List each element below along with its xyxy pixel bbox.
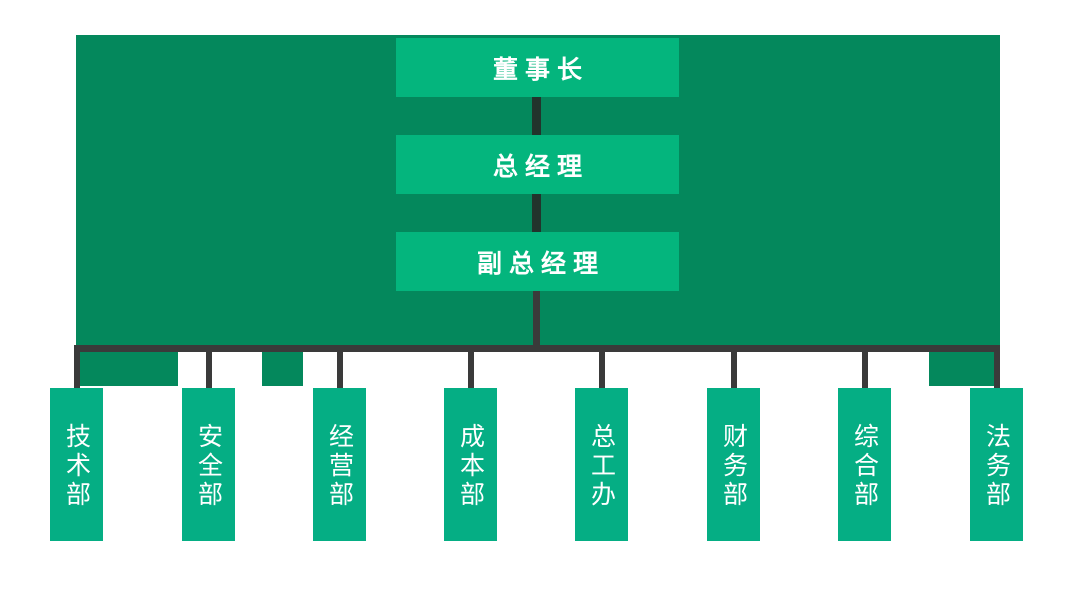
node-department[interactable]: 法务部: [970, 388, 1023, 541]
node-general-manager[interactable]: 总经理: [396, 135, 679, 194]
connector-general-manager-to-deputy: [532, 194, 541, 232]
node-department-label: 技术部: [62, 423, 91, 510]
node-department-label: 综合部: [850, 423, 879, 510]
node-department[interactable]: 成本部: [444, 388, 497, 541]
node-chairman-label: 董事长: [492, 55, 589, 84]
backdrop-skirt-right: [929, 348, 1000, 386]
node-department-label: 经营部: [325, 423, 354, 510]
node-department-label: 法务部: [982, 423, 1011, 510]
connector-chairman-to-general-manager: [532, 97, 541, 135]
connector-trunk-vertical: [533, 291, 540, 348]
node-department[interactable]: 经营部: [313, 388, 366, 541]
backdrop-skirt-left: [77, 348, 178, 386]
node-department-label: 总工办: [587, 423, 616, 510]
connector-horizontal-bus: [76, 345, 997, 352]
connector-drop-line: [206, 345, 212, 390]
connector-drop-line: [731, 345, 737, 390]
node-department[interactable]: 总工办: [575, 388, 628, 541]
node-department[interactable]: 技术部: [50, 388, 103, 541]
node-department[interactable]: 财务部: [707, 388, 760, 541]
node-department-label: 财务部: [719, 423, 748, 510]
connector-drop-line: [337, 345, 343, 390]
connector-drop-line: [74, 345, 80, 390]
node-general-manager-label: 总经理: [492, 152, 589, 181]
node-deputy-general-manager[interactable]: 副总经理: [396, 232, 679, 291]
backdrop-skirt-middle: [262, 348, 303, 386]
node-department[interactable]: 安全部: [182, 388, 235, 541]
connector-drop-line: [468, 345, 474, 390]
node-deputy-general-manager-label: 副总经理: [476, 249, 605, 278]
node-department-label: 安全部: [194, 423, 223, 510]
connector-drop-line: [599, 345, 605, 390]
node-department-label: 成本部: [456, 423, 485, 510]
node-chairman[interactable]: 董事长: [396, 38, 679, 97]
node-department[interactable]: 综合部: [838, 388, 891, 541]
connector-drop-line: [862, 345, 868, 390]
connector-drop-line: [994, 345, 1000, 390]
